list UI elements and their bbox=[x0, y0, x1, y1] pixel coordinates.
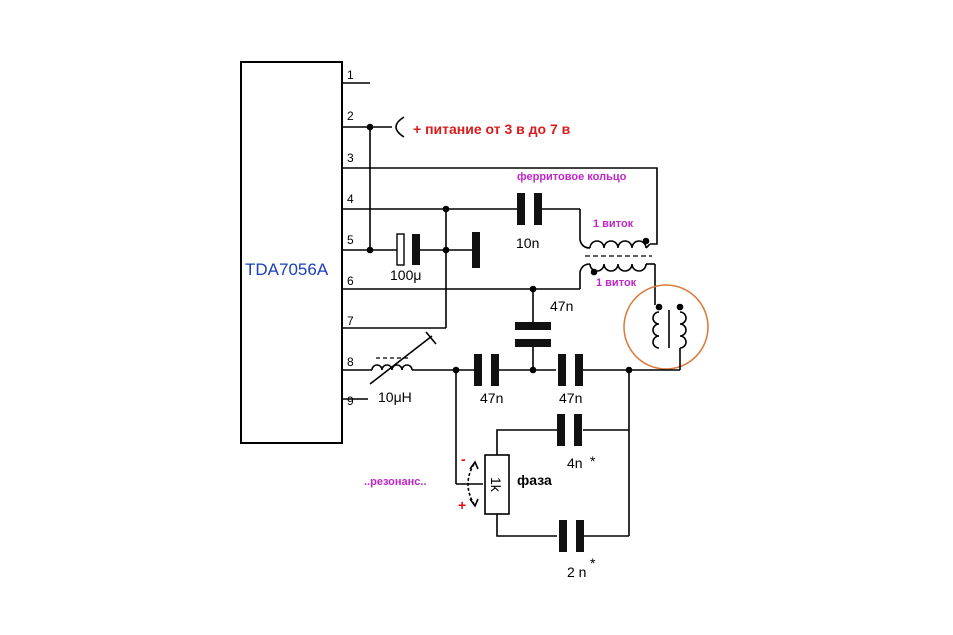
pin-4: 4 bbox=[347, 192, 354, 206]
pin5-wire bbox=[342, 246, 472, 254]
capacitor-47n-vertical bbox=[515, 322, 551, 370]
phase-label: фаза bbox=[517, 472, 552, 488]
cap-4n-label: 4n bbox=[567, 455, 583, 471]
cap-47n-right-label: 47n bbox=[559, 390, 582, 406]
capacitor-47n-right bbox=[558, 354, 583, 386]
pin3-wire bbox=[342, 167, 658, 245]
chip-name: TDA7056A bbox=[245, 260, 329, 279]
inductor-10uh bbox=[369, 331, 437, 385]
ferrite-label: ферритовое кольцо bbox=[517, 171, 627, 183]
capacitor-10n bbox=[517, 193, 542, 225]
resonance-arrow-icon bbox=[467, 460, 479, 508]
search-coil-windings bbox=[652, 303, 687, 370]
pin-6: 6 bbox=[347, 274, 354, 288]
coil-top bbox=[589, 237, 651, 249]
pin-leads bbox=[342, 82, 370, 400]
pin4-wire bbox=[342, 205, 591, 328]
cap-47n-left-label: 47n bbox=[480, 390, 503, 406]
pin-7: 7 bbox=[347, 314, 354, 328]
pin-1: 1 bbox=[347, 68, 354, 82]
plus-sign: + bbox=[458, 497, 466, 513]
capacitor-47n-left bbox=[474, 354, 499, 386]
capacitor-2n bbox=[559, 520, 584, 552]
cap-4n-star: * bbox=[590, 453, 596, 469]
pin-numbers: 1 2 3 4 5 6 7 8 9 bbox=[347, 68, 354, 408]
turn-bottom-label: 1 виток bbox=[596, 277, 637, 289]
pin-8: 8 bbox=[347, 355, 354, 369]
pin-3: 3 bbox=[347, 151, 354, 165]
turn-top-label: 1 виток bbox=[593, 218, 634, 230]
cap-2n-label: 2 n bbox=[567, 564, 586, 580]
pin6-wire bbox=[342, 263, 591, 322]
inductor-label: 10μH bbox=[378, 389, 412, 405]
pin-2: 2 bbox=[347, 109, 354, 123]
ground-capacitor-plate bbox=[472, 232, 480, 268]
pin8-wire bbox=[342, 366, 680, 374]
potentiometer-1k bbox=[484, 454, 510, 515]
pin-5: 5 bbox=[347, 233, 354, 247]
pot-label: 1k bbox=[488, 477, 504, 493]
coil-bottom bbox=[589, 263, 656, 305]
cap-100u-label: 100μ bbox=[390, 267, 421, 283]
phase-network-wires bbox=[455, 370, 630, 537]
capacitor-100u bbox=[396, 233, 420, 266]
cap-47n-vertical-label: 47n bbox=[550, 298, 573, 314]
capacitor-4n bbox=[557, 414, 582, 446]
power-label: + питание от 3 в до 7 в bbox=[413, 121, 571, 137]
power-connection bbox=[342, 116, 405, 250]
minus-sign: - bbox=[461, 451, 466, 467]
cap-2n-star: * bbox=[590, 555, 596, 571]
search-coil-circle bbox=[623, 284, 709, 370]
cap-10n-label: 10n bbox=[516, 235, 539, 251]
resonance-label: ..резонанс.. bbox=[364, 476, 427, 488]
pin-9: 9 bbox=[347, 394, 354, 408]
chip-body bbox=[240, 61, 343, 444]
